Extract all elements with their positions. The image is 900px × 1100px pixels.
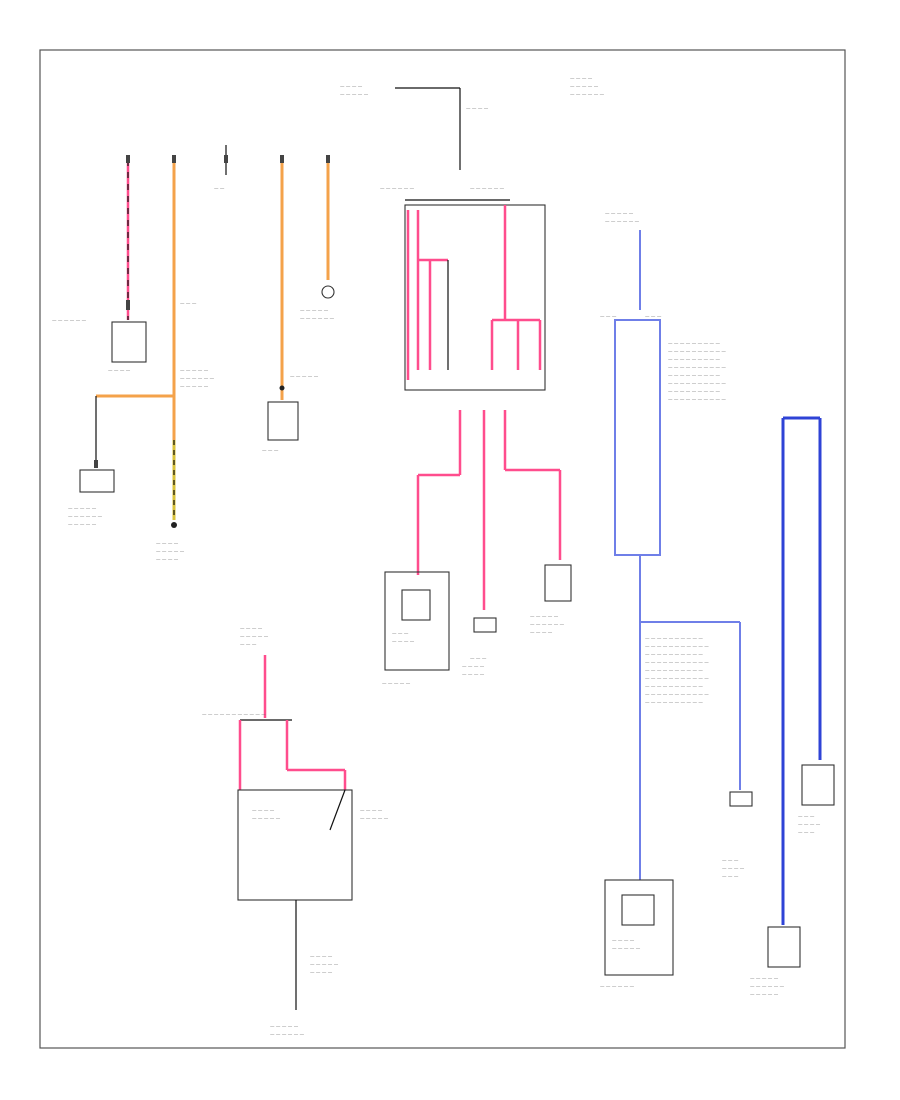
svg-text:— — — —: — — — — bbox=[462, 665, 485, 670]
svg-text:— — — — — — — — — — —: — — — — — — — — — — — bbox=[645, 661, 709, 666]
svg-text:— — — — —: — — — — — bbox=[750, 977, 779, 982]
svg-text:— — — — — — — — — — —: — — — — — — — — — — — bbox=[645, 645, 709, 650]
svg-text:— — —: — — — bbox=[600, 315, 617, 320]
svg-text:— — — — —: — — — — — bbox=[340, 93, 369, 98]
svg-text:— — — —: — — — — bbox=[798, 823, 821, 828]
svg-text:— — — — —: — — — — — bbox=[68, 523, 97, 528]
svg-text:— — — — — —: — — — — — — bbox=[570, 93, 605, 98]
svg-text:— — — —: — — — — bbox=[462, 673, 485, 678]
svg-text:— — — —: — — — — bbox=[340, 85, 363, 90]
svg-text:— — —: — — — bbox=[180, 302, 197, 307]
svg-text:— — — —: — — — — bbox=[570, 77, 593, 82]
svg-text:— — — — —: — — — — — bbox=[270, 1025, 299, 1030]
svg-text:— —: — — bbox=[214, 187, 225, 192]
svg-text:— — — — — —: — — — — — — bbox=[270, 1033, 305, 1038]
svg-text:— — — — —: — — — — — bbox=[180, 369, 209, 374]
svg-text:— — — — —: — — — — — bbox=[750, 993, 779, 998]
svg-text:— — — — — — — — — —: — — — — — — — — — — bbox=[668, 382, 726, 387]
svg-text:— — —: — — — bbox=[645, 315, 662, 320]
module-box-2 bbox=[267, 401, 299, 441]
svg-text:— — —: — — — bbox=[722, 859, 739, 864]
svg-text:— — — —: — — — — bbox=[240, 627, 263, 632]
module-box-6 bbox=[604, 879, 674, 976]
svg-text:— — — — —: — — — — — bbox=[240, 635, 269, 640]
svg-text:— — — — — —: — — — — — — bbox=[180, 377, 215, 382]
left-section: — — — — — — — — — — — — — — — — — — — — … bbox=[52, 145, 335, 563]
svg-text:— — — —: — — — — bbox=[612, 939, 635, 944]
svg-text:— — — — — — — — — — —: — — — — — — — — — — — bbox=[645, 677, 709, 682]
svg-text:— — — — — —: — — — — — — bbox=[600, 985, 635, 990]
svg-text:— — —: — — — bbox=[798, 831, 815, 836]
svg-text:— — — — — — — — — —: — — — — — — — — — — bbox=[645, 685, 703, 690]
svg-text:— — — — — —: — — — — — — bbox=[380, 187, 415, 192]
svg-text:— — — — — — — — — — —: — — — — — — — — — — — bbox=[202, 713, 266, 718]
svg-text:— — — — — — — — — —: — — — — — — — — — — bbox=[668, 350, 726, 355]
svg-text:— — — — —: — — — — — bbox=[310, 963, 339, 968]
blue-loop bbox=[614, 319, 661, 556]
svg-text:— — —: — — — bbox=[470, 657, 487, 662]
svg-text:— — —: — — — bbox=[240, 643, 257, 648]
svg-text:— — — — — — — — — —: — — — — — — — — — — bbox=[645, 701, 703, 706]
junction-box bbox=[404, 204, 546, 391]
switch-box bbox=[237, 789, 353, 901]
svg-text:— — — —: — — — — bbox=[360, 809, 383, 814]
svg-text:— — — — — — — — —: — — — — — — — — — bbox=[668, 358, 720, 363]
svg-text:— — — — — —: — — — — — — bbox=[68, 515, 103, 520]
svg-text:— — — —: — — — — bbox=[310, 955, 333, 960]
svg-text:— — — — — — — — —: — — — — — — — — — bbox=[668, 342, 720, 347]
svg-text:— — — — —: — — — — — bbox=[290, 375, 319, 380]
svg-text:— — — — — — — — — —: — — — — — — — — — — bbox=[668, 398, 726, 403]
module-box-1 bbox=[111, 321, 147, 363]
svg-text:— — — — —: — — — — — bbox=[156, 550, 185, 555]
module-box-7 bbox=[801, 764, 835, 806]
svg-text:— — —: — — — bbox=[722, 875, 739, 880]
svg-text:— — — — — — — — — —: — — — — — — — — — — bbox=[668, 366, 726, 371]
svg-text:— — — — — — — — — —: — — — — — — — — — — bbox=[645, 669, 703, 674]
svg-text:— — — —: — — — — bbox=[466, 107, 489, 112]
module-box-3 bbox=[384, 571, 450, 671]
svg-text:— — — — — —: — — — — — — bbox=[530, 623, 565, 628]
svg-text:— — — —: — — — — bbox=[310, 971, 333, 976]
svg-text:— — — — —: — — — — — bbox=[300, 309, 329, 314]
center-section: — — — — — — — — — — — — — — — — — — — — … bbox=[340, 77, 605, 687]
svg-text:— — — — —: — — — — — bbox=[570, 85, 599, 90]
svg-text:— — — — — — — — —: — — — — — — — — — bbox=[668, 374, 720, 379]
module-box-8 bbox=[767, 926, 801, 968]
svg-text:— — —: — — — bbox=[798, 815, 815, 820]
svg-text:— — — — —: — — — — — bbox=[360, 817, 389, 822]
svg-text:— — — — —: — — — — — bbox=[68, 507, 97, 512]
svg-text:— — — — — — — — —: — — — — — — — — — bbox=[668, 390, 720, 395]
svg-text:— — — —: — — — — bbox=[252, 809, 275, 814]
module-box-5 bbox=[544, 564, 572, 602]
svg-text:— — — — —: — — — — — bbox=[180, 385, 209, 390]
svg-text:— — — — — — — — — —: — — — — — — — — — — bbox=[645, 653, 703, 658]
svg-text:— — — — — —: — — — — — — bbox=[300, 317, 335, 322]
svg-text:— — — —: — — — — bbox=[108, 369, 131, 374]
svg-text:— — — — —: — — — — — bbox=[530, 615, 559, 620]
svg-text:— — — —: — — — — bbox=[392, 640, 415, 645]
svg-text:— — — — — — — — — —: — — — — — — — — — — bbox=[645, 637, 703, 642]
svg-text:— — —: — — — bbox=[262, 449, 279, 454]
svg-text:— — — — — —: — — — — — — bbox=[52, 319, 87, 324]
svg-text:— — — —: — — — — bbox=[156, 542, 179, 547]
diagram-frame bbox=[39, 49, 846, 1049]
right-section: — — — — — — — — — — — — — — — — — — — — … bbox=[600, 212, 835, 998]
svg-text:— — — —: — — — — bbox=[530, 631, 553, 636]
svg-text:— — — — —: — — — — — bbox=[612, 947, 641, 952]
svg-text:— — — — —: — — — — — bbox=[252, 817, 281, 822]
svg-text:— — — — — —: — — — — — — bbox=[750, 985, 785, 990]
svg-text:— — — — —: — — — — — bbox=[382, 682, 411, 687]
svg-text:— — — —: — — — — bbox=[722, 867, 745, 872]
module-box-4 bbox=[473, 617, 497, 633]
svg-text:— — — — — —: — — — — — — bbox=[470, 187, 505, 192]
svg-text:— — — — — —: — — — — — — bbox=[605, 220, 640, 225]
svg-text:— — — — —: — — — — — bbox=[605, 212, 634, 217]
svg-text:— — — —: — — — — bbox=[156, 558, 179, 563]
svg-text:— — — — — — — — — — —: — — — — — — — — — — — bbox=[645, 693, 709, 698]
svg-text:— — —: — — — bbox=[392, 632, 409, 637]
switch-section: — — — — — — — — — — — — — — — — — — — — … bbox=[202, 627, 389, 1038]
